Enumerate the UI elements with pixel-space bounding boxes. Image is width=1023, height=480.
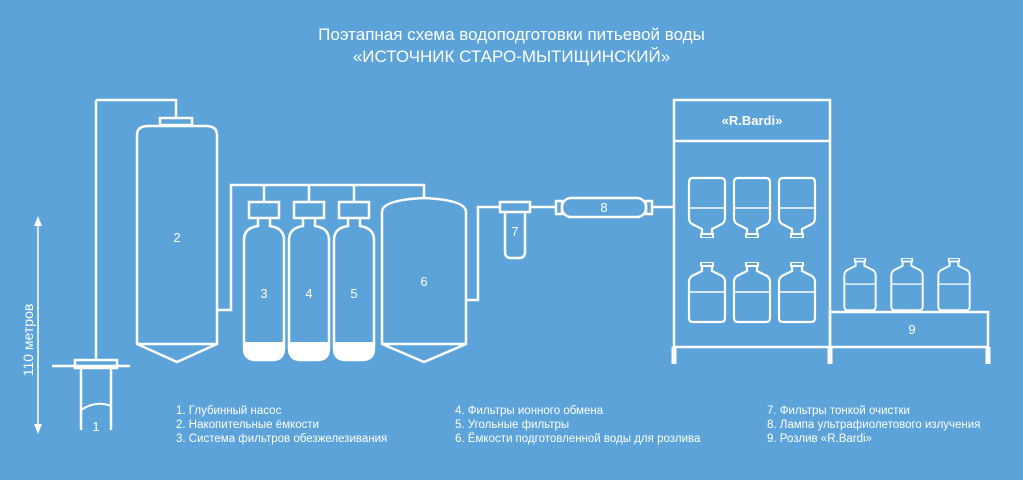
iron-removal-filter <box>242 185 286 362</box>
deep-pump-well <box>52 100 130 430</box>
brand-label: «R.Bardi» <box>722 113 783 128</box>
bottling-conveyor <box>828 310 991 364</box>
pipe-tank-to-fine-filter <box>466 205 500 302</box>
depth-label: 110 метров <box>20 304 36 377</box>
legend-item-4: 4. Фильтры ионного обмена <box>455 405 604 417</box>
bottle-filled-3 <box>777 262 817 324</box>
bottle-conveyor-1 <box>843 258 877 312</box>
label-4: 4 <box>305 286 312 301</box>
bottle-inverted-2 <box>732 176 772 238</box>
legend-item-9: 9. Розлив «R.Bardi» <box>767 433 872 445</box>
title-line-1: Поэтапная схема водоподготовки питьевой … <box>318 25 705 44</box>
legend-column-1: 1. Глубинный насос 2. Накопительные ёмко… <box>176 404 387 446</box>
depth-arrow <box>34 216 42 434</box>
carbon-filter <box>332 185 376 362</box>
bottle-filled-2 <box>732 262 772 324</box>
bottle-conveyor-2 <box>890 258 924 312</box>
legend-item-6: 6. Ёмкости подготовленной воды для розли… <box>455 433 701 445</box>
prepared-water-tank <box>380 196 468 364</box>
label-1: 1 <box>92 419 99 434</box>
label-3: 3 <box>260 286 267 301</box>
label-2: 2 <box>173 230 180 245</box>
bottle-inverted-1 <box>687 176 727 238</box>
legend-item-8: 8. Лампа ультрафиолетового излучения <box>767 419 981 431</box>
legend-item-2: 2. Накопительные ёмкости <box>176 419 320 431</box>
bottling-machine <box>671 98 833 364</box>
storage-tank <box>135 116 219 364</box>
legend-column-3: 7. Фильтры тонкой очистки 8. Лампа ультр… <box>767 404 980 446</box>
pipe-manifold <box>217 183 426 312</box>
label-6: 6 <box>420 274 427 289</box>
diagram-title: Поэтапная схема водоподготовки питьевой … <box>0 24 1023 68</box>
label-8: 8 <box>600 200 607 215</box>
ion-exchange-filter <box>287 185 331 362</box>
bottle-conveyor-3 <box>937 258 971 312</box>
title-line-2: «ИСТОЧНИК СТАРО-МЫТИЩИНСКИЙ» <box>352 47 671 66</box>
label-9: 9 <box>908 322 915 337</box>
legend-item-7: 7. Фильтры тонкой очистки <box>767 405 910 417</box>
label-5: 5 <box>350 286 357 301</box>
legend-item-1: 1. Глубинный насос <box>176 405 282 417</box>
legend-column-2: 4. Фильтры ионного обмена 5. Угольные фи… <box>455 404 700 446</box>
bottle-filled-1 <box>687 262 727 324</box>
legend-item-5: 5. Угольные фильтры <box>455 419 570 431</box>
bottle-inverted-3 <box>777 176 817 238</box>
pipe-well-to-tank <box>96 98 178 118</box>
label-7: 7 <box>511 224 518 239</box>
legend-item-3: 3. Система фильтров обезжелезивания <box>176 433 388 445</box>
